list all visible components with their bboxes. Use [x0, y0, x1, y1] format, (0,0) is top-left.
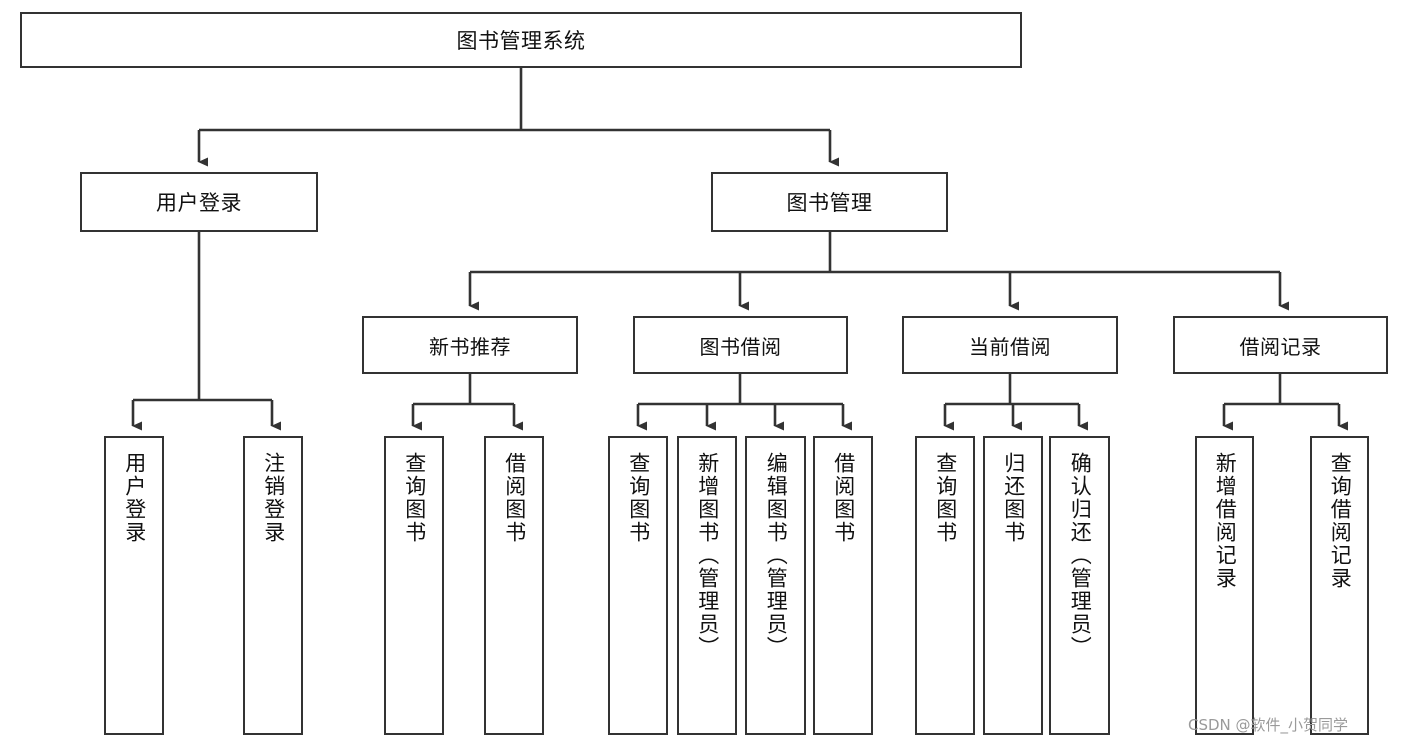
leaf-user-login[interactable]: 用户登录: [104, 436, 164, 735]
node-book-borrow[interactable]: 图书借阅: [633, 316, 848, 374]
node-label: 借阅图书: [502, 452, 527, 544]
leaf-borrow-book[interactable]: 借阅图书: [813, 436, 873, 735]
leaf-confirm-return-admin[interactable]: 确认归还（管理员）: [1049, 436, 1110, 735]
leaf-edit-book-admin[interactable]: 编辑图书（管理员）: [745, 436, 806, 735]
leaf-return-book[interactable]: 归还图书: [983, 436, 1043, 735]
node-label: 新增借阅记录: [1213, 452, 1238, 590]
node-label: 借阅记录: [1239, 334, 1322, 359]
node-user-login[interactable]: 用户登录: [80, 172, 318, 232]
node-label: 新增图书（管理员）: [695, 452, 720, 659]
node-label: 图书管理: [786, 191, 873, 215]
leaf-add-book-admin[interactable]: 新增图书（管理员）: [677, 436, 737, 735]
leaf-logout[interactable]: 注销登录: [243, 436, 303, 735]
node-book-management[interactable]: 图书管理: [711, 172, 948, 232]
node-root-system[interactable]: 图书管理系统: [20, 12, 1022, 68]
node-label: 查询借阅记录: [1328, 452, 1353, 590]
csdn-watermark: CSDN @软件_小贺同学: [1188, 716, 1349, 734]
leaf-query-book-recommend[interactable]: 查询图书: [384, 436, 444, 735]
node-borrow-record[interactable]: 借阅记录: [1173, 316, 1388, 374]
node-label: 确认归还（管理员）: [1068, 452, 1093, 659]
node-label: 查询图书: [626, 452, 651, 544]
node-label: 用户登录: [122, 452, 147, 544]
node-label: 图书借阅: [699, 334, 782, 359]
leaf-query-book-borrow[interactable]: 查询图书: [608, 436, 668, 735]
leaf-query-book-current[interactable]: 查询图书: [915, 436, 975, 735]
node-label: 新书推荐: [429, 334, 511, 359]
node-label: 归还图书: [1001, 452, 1026, 544]
node-current-borrow[interactable]: 当前借阅: [902, 316, 1118, 374]
node-new-book-recommend[interactable]: 新书推荐: [362, 316, 578, 374]
node-label: 图书管理系统: [456, 29, 586, 53]
leaf-borrow-book-recommend[interactable]: 借阅图书: [484, 436, 544, 735]
leaf-query-borrow-record[interactable]: 查询借阅记录: [1310, 436, 1369, 735]
node-label: 用户登录: [156, 191, 242, 215]
node-label: 注销登录: [261, 452, 286, 544]
leaf-add-borrow-record[interactable]: 新增借阅记录: [1195, 436, 1254, 735]
node-label: 当前借阅: [969, 334, 1051, 359]
node-label: 查询图书: [402, 452, 427, 544]
node-label: 编辑图书（管理员）: [764, 452, 789, 659]
node-label: 查询图书: [933, 452, 958, 544]
node-label: 借阅图书: [831, 452, 856, 544]
